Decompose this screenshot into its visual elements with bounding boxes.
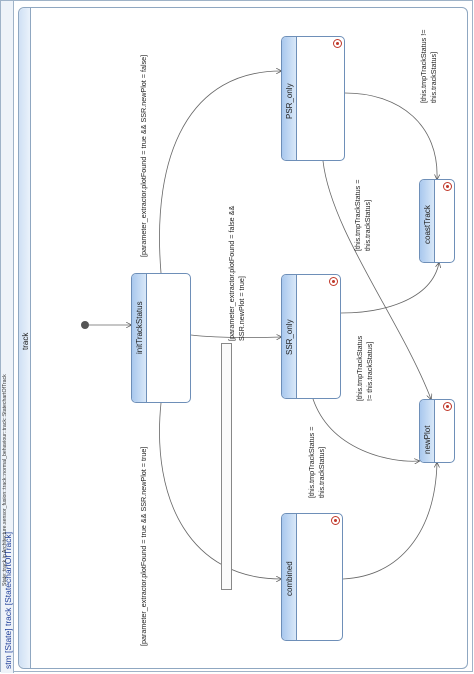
state-init-track-status[interactable]: initTrackStatus: [131, 273, 191, 403]
transition-psr-to-newplot: [322, 160, 431, 399]
transition-ssr-to-newplot: [312, 398, 419, 461]
state-name-bar: newPlot: [420, 400, 435, 462]
state-path-note-text: State::track in Architecture.sensor_fusi…: [2, 374, 8, 586]
state-coast-track[interactable]: coastTrack: [419, 179, 455, 263]
transition-init-to-ssr: [190, 335, 281, 338]
state-name-bar: coastTrack: [420, 180, 435, 262]
state-combined[interactable]: combined: [281, 513, 343, 641]
region-header: track: [19, 8, 31, 668]
state-name: coastTrack: [423, 205, 432, 244]
state-name: newPlot: [423, 425, 432, 454]
state-name-bar: PSR_only: [282, 37, 297, 160]
guard-init-to-combined: [parameter_extractor.plotFound = true &&…: [139, 446, 148, 646]
state-path-note: State::track in Architecture.sensor_fusi…: [2, 343, 232, 590]
guard-psr-to-coast-line-2: this.trackStatus]: [429, 51, 438, 103]
state-ssr-only[interactable]: SSR_only: [281, 274, 341, 399]
state-name: SSR_only: [285, 319, 294, 355]
state-name-bar: initTrackStatus: [132, 274, 147, 402]
guard-init-to-psr: [parameter_extractor.plotFound = true &&…: [139, 54, 148, 257]
guard-psr-to-newplot-line-2: this.trackStatus]: [363, 199, 372, 251]
guard-psr-to-coast-line-1: [this.tmpTrackStatus !=: [419, 29, 428, 103]
transition-init-to-psr: [159, 71, 282, 274]
submachine-icon: [443, 402, 452, 411]
guard-psr-to-newplot-line-1: [this.tmpTrackStatus =: [353, 179, 362, 251]
guard-init-to-ssr-line-2: SSR.newPlot = true]: [237, 276, 246, 341]
guard-ssr-to-coast-line-1: [this.tmpTrackStatus: [355, 335, 364, 401]
submachine-icon: [333, 39, 342, 48]
submachine-icon: [329, 277, 338, 286]
transition-combined-to-newplot: [342, 463, 437, 580]
state-name-bar: SSR_only: [282, 275, 297, 398]
track-region: track: [18, 7, 468, 669]
guard-ssr-to-coast-line-2: != this.trackStatus]: [365, 341, 374, 401]
guard-combined-to-newplot-line-2: this.trackStatus]: [317, 446, 326, 498]
transition-ssr-to-coast: [340, 263, 439, 314]
submachine-icon: [331, 516, 340, 525]
state-name-bar: combined: [282, 514, 297, 640]
submachine-icon: [443, 182, 452, 191]
initial-pseudostate: [81, 321, 89, 329]
transition-psr-to-coast: [344, 92, 437, 179]
state-new-plot[interactable]: newPlot: [419, 399, 455, 463]
state-name: combined: [285, 561, 294, 596]
state-name: initTrackStatus: [135, 301, 144, 354]
state-psr-only[interactable]: PSR_only: [281, 36, 345, 161]
transition-init-to-combined: [159, 402, 282, 579]
frame-label-tab: stm [State] track [StatechartOfTrack]: [1, 1, 14, 673]
state-name: PSR_only: [285, 83, 294, 119]
guard-combined-to-newplot-line-1: [this.tmpTrackStatus =: [307, 426, 316, 498]
guard-init-to-ssr-line-1: [parameter_extractor.plotFound = false &…: [227, 205, 236, 341]
